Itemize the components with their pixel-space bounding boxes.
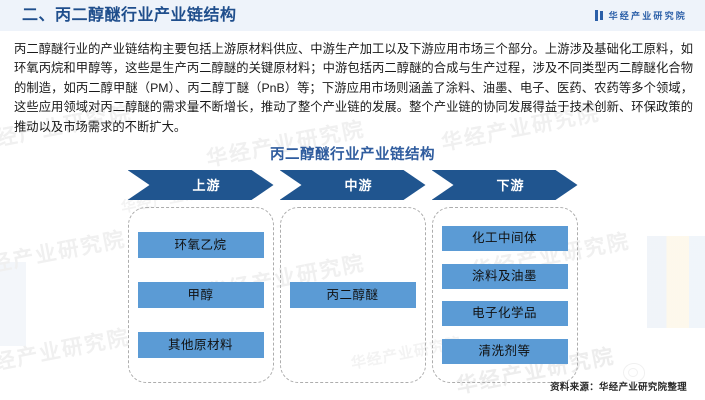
chain-node: 丙二醇醚 [289,282,416,309]
chain-node: 电子化学品 [441,301,568,327]
weibo-watermark-icon [623,363,645,382]
stage-panel-midstream: 丙二醇醚 [279,207,426,384]
page-header: 二、丙二醇醚行业产业链结构 华经产业研究院 [0,0,705,31]
stage-label: 下游 [496,177,525,193]
stage-chevron-midstream: 中游 [280,170,426,200]
stage-label: 上游 [192,177,221,193]
brand-logo: 华经产业研究院 [594,9,687,22]
chain-node: 化工中间体 [441,226,568,252]
stage-chevron-downstream: 下游 [432,170,578,200]
stage-chevron-upstream: 上游 [128,170,274,200]
stage-label: 中游 [344,177,373,193]
stage-panel-upstream: 环氧乙烷 甲醇 其他原材料 [127,207,274,384]
stage-panel-row: 环氧乙烷 甲醇 其他原材料 丙二醇醚 化工中间体 涂料及油墨 电子化学品 清洗剂… [127,207,578,384]
chain-node: 清洗剂等 [441,338,568,364]
value-chain-diagram: 上游 中游 下游 环氧乙烷 甲醇 其他原材料 丙二醇醚 化工中间体 涂料及油墨 … [127,170,578,384]
figure-title: 丙二醇醚行业产业链结构 [270,147,435,164]
chain-node: 甲醇 [137,282,264,309]
value-chain-figure: 丙二醇醚行业产业链结构 上游 中游 下游 环氧乙烷 甲醇 其他原材料 丙二醇醚 [0,143,705,384]
brand-name: 华经产业研究院 [608,11,687,21]
article-paragraph: 丙二醇醚行业的产业链结构主要包括上游原材料供应、中游生产加工以及下游应用市场三个… [14,42,693,134]
stage-header-row: 上游 中游 下游 [128,170,578,200]
page-title: 二、丙二醇醚行业产业链结构 [22,6,237,24]
stage-panel-downstream: 化工中间体 涂料及油墨 电子化学品 清洗剂等 [431,207,578,384]
source-note: 资料来源：华经产业研究院整理 [550,381,687,392]
chain-node: 环氧乙烷 [137,232,264,259]
bar-mark-icon [594,10,604,21]
chain-node: 其他原材料 [137,332,264,359]
chain-node: 涂料及油墨 [441,263,568,289]
